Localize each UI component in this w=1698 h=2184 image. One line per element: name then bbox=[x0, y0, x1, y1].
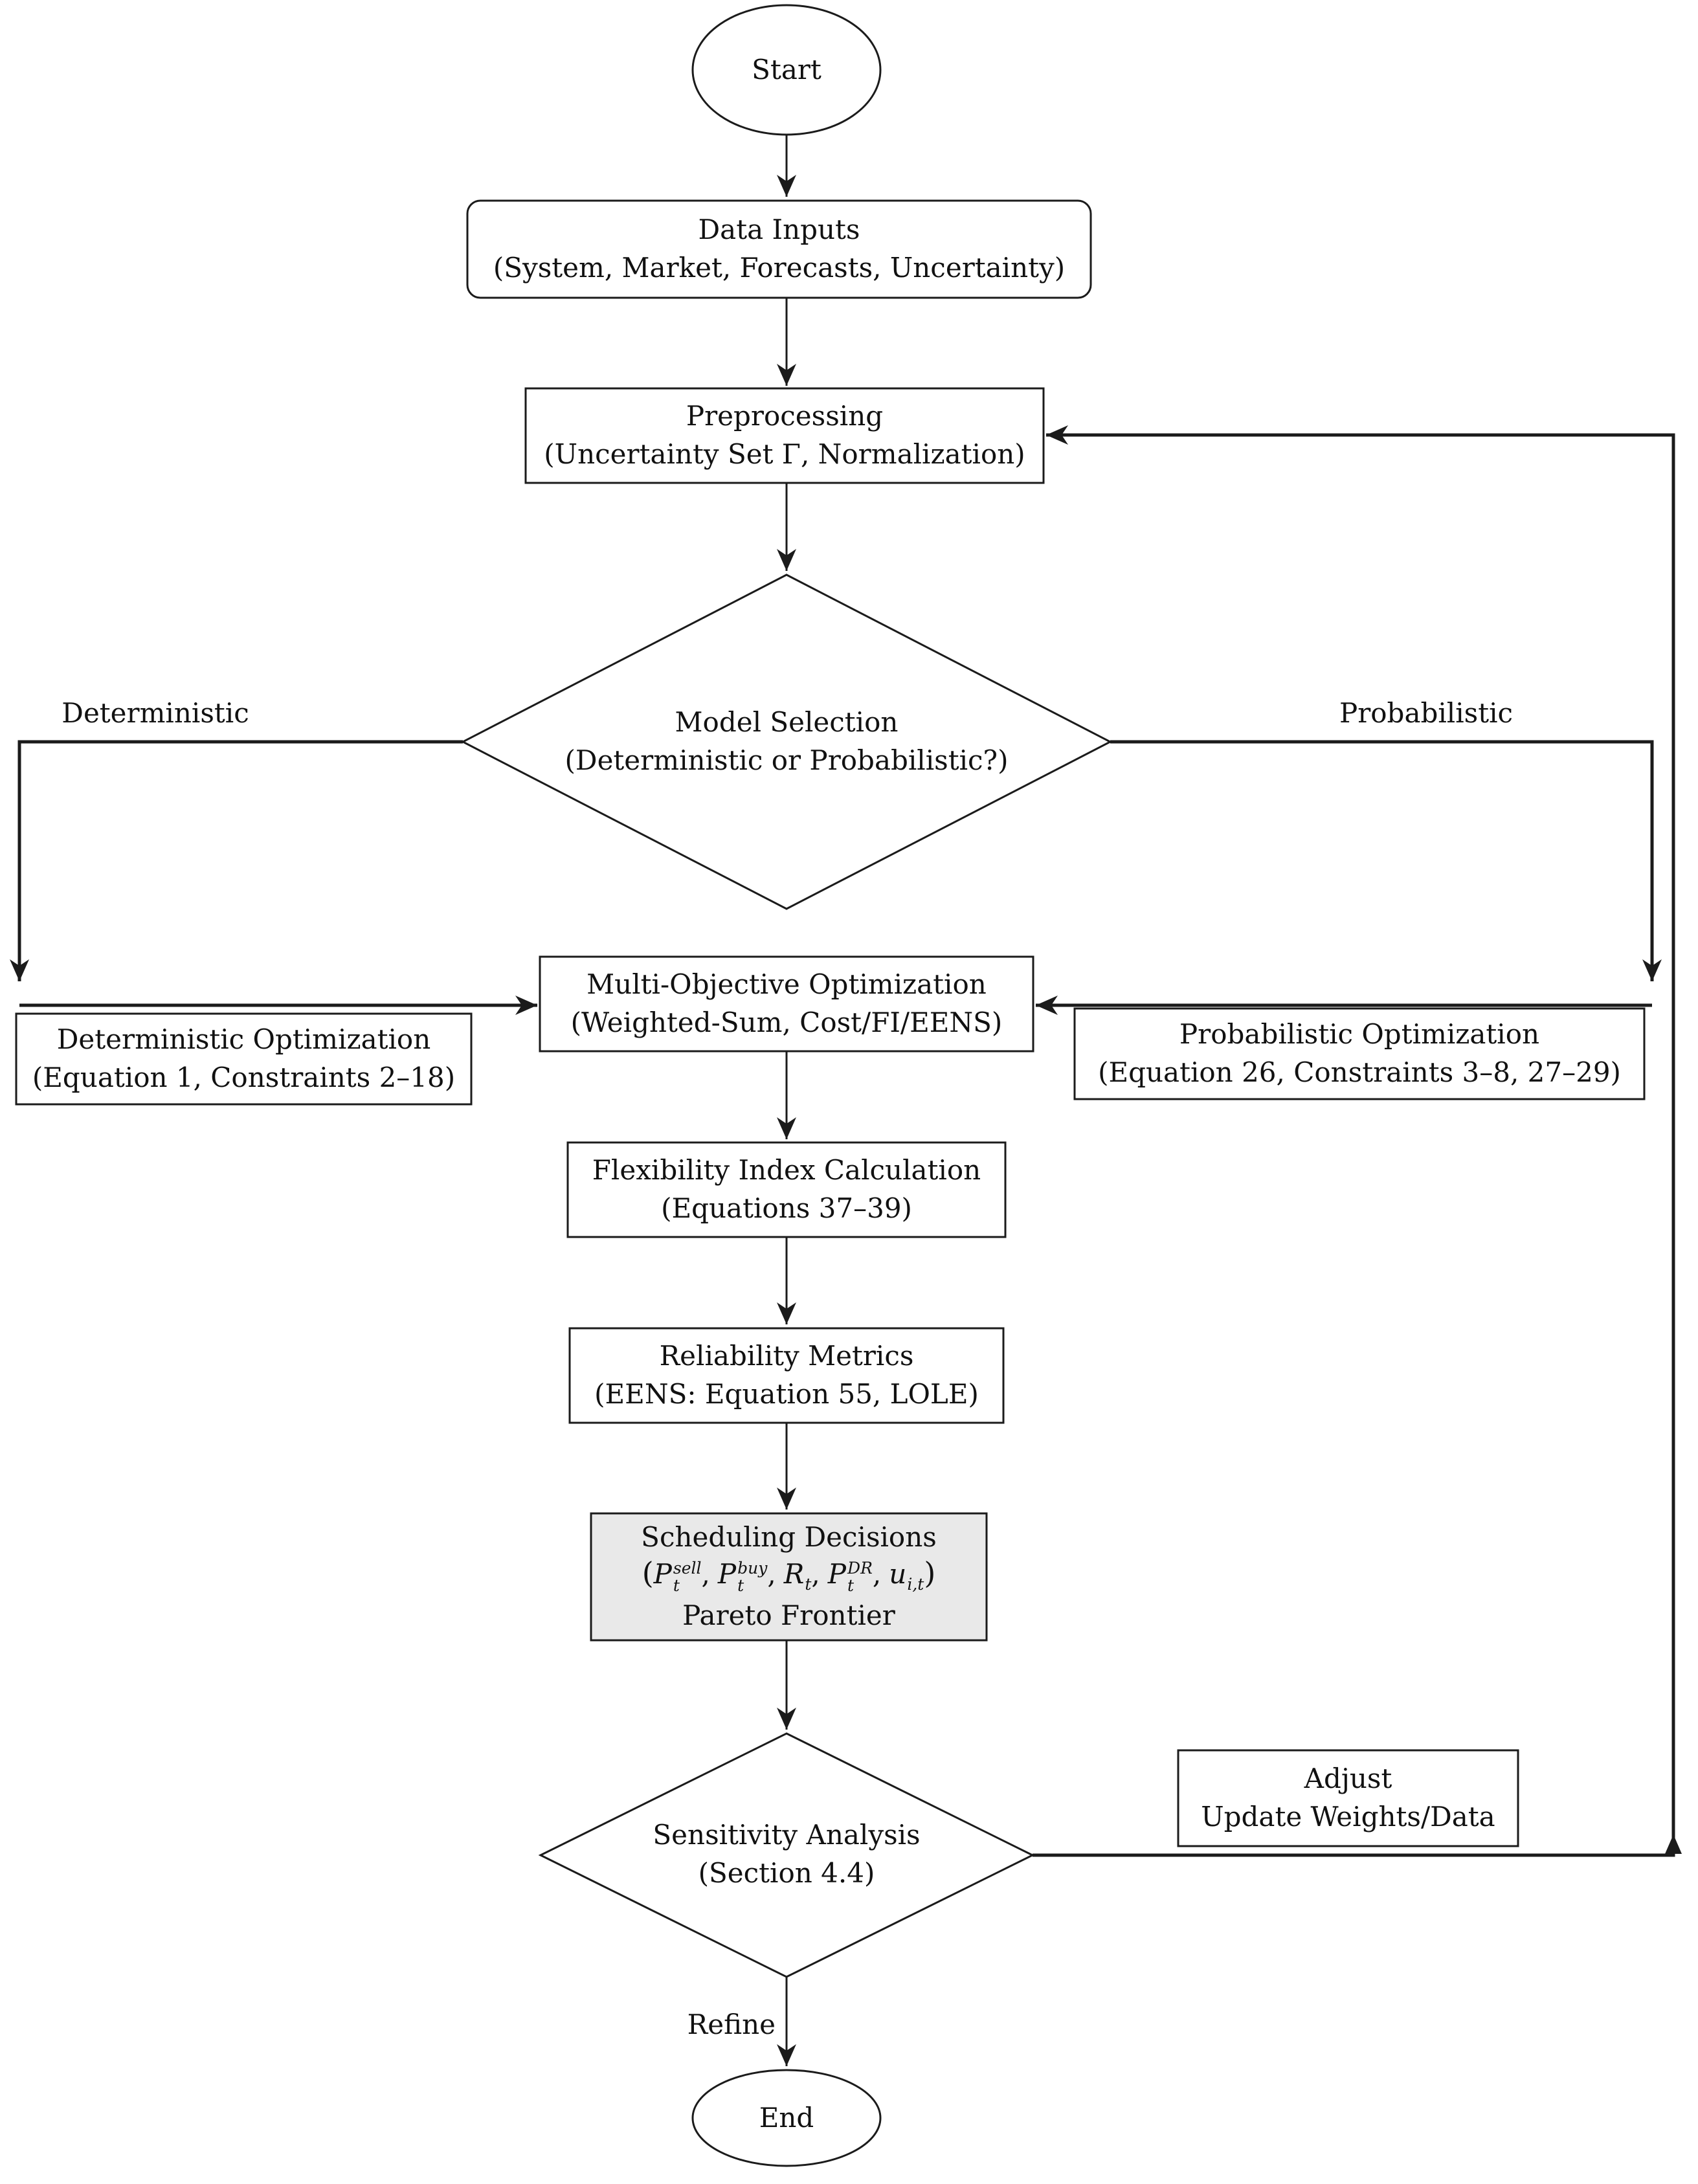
math-var-u: u bbox=[889, 1558, 907, 1590]
deterministic-edge-text: Deterministic bbox=[61, 696, 249, 729]
sensitivity-diamond-shape bbox=[538, 1732, 1035, 1978]
end-node-shape bbox=[691, 2069, 882, 2167]
math-open-paren: ( bbox=[642, 1555, 654, 1590]
adjust-node-shape bbox=[1177, 1749, 1519, 1847]
probabilistic-opt-line2: (Equation 26, Constraints 3–8, 27–29) bbox=[1098, 1056, 1621, 1088]
flexibility-node-shape bbox=[566, 1141, 1007, 1238]
multi-objective-line2: (Weighted-Sum, Cost/FI/EENS) bbox=[570, 1007, 1003, 1038]
flexibility-line1: Flexibility Index Calculation bbox=[592, 1154, 981, 1187]
end-text: End bbox=[759, 2101, 814, 2134]
math-sup-buy: buy bbox=[737, 1559, 768, 1577]
flexibility-line2: (Equations 37–39) bbox=[661, 1192, 912, 1224]
math-var-r: R bbox=[783, 1558, 805, 1590]
reliability-line1: Reliability Metrics bbox=[659, 1340, 914, 1372]
start-node-label: Start bbox=[693, 38, 880, 102]
data-inputs-node-label: Data Inputs (System, Market, Forecasts, … bbox=[467, 201, 1091, 298]
probabilistic-opt-node-shape bbox=[1073, 1007, 1646, 1100]
math-var-p-sell: P bbox=[653, 1558, 672, 1590]
sensitivity-diamond-label: Sensitivity Analysis (Section 4.4) bbox=[560, 1780, 1013, 1929]
math-sup-dr: DR bbox=[847, 1559, 873, 1577]
refine-edge-label: Refine bbox=[581, 2005, 776, 2044]
deterministic-edge-label: Deterministic bbox=[0, 694, 311, 733]
math-sep2: , bbox=[767, 1558, 776, 1590]
math-sep1: , bbox=[701, 1558, 710, 1590]
reliability-line2: (EENS: Equation 55, LOLE) bbox=[594, 1378, 979, 1410]
adjust-line2: Update Weights/Data bbox=[1201, 1801, 1495, 1833]
feedback-corner-arrowhead bbox=[1665, 1834, 1682, 1854]
sensitivity-line1: Sensitivity Analysis bbox=[653, 1819, 921, 1851]
sensitivity-line2: (Section 4.4) bbox=[698, 1857, 875, 1889]
adjust-node-label: Adjust Update Weights/Data bbox=[1178, 1750, 1518, 1846]
math-sep4: , bbox=[872, 1558, 882, 1590]
deterministic-opt-line1: Deterministic Optimization bbox=[56, 1023, 431, 1056]
math-var-p-buy: P bbox=[717, 1558, 737, 1590]
math-sub-t1: t bbox=[673, 1576, 680, 1595]
math-sub-t2: t bbox=[737, 1576, 744, 1595]
adjust-line1: Adjust bbox=[1304, 1763, 1392, 1795]
probabilistic-edge-label: Probabilistic bbox=[1271, 694, 1581, 733]
scheduling-node-shape bbox=[590, 1512, 988, 1642]
refine-edge-text: Refine bbox=[687, 2008, 776, 2040]
edge-feedback-adjust-loop bbox=[1033, 425, 1675, 1857]
model-selection-diamond-label: Model Selection (Deterministic or Probab… bbox=[495, 660, 1078, 823]
reliability-node-label: Reliability Metrics (EENS: Equation 55, … bbox=[570, 1328, 1003, 1423]
math-var-p-dr: P bbox=[827, 1558, 847, 1590]
preprocessing-node-label: Preprocessing (Uncertainty Set Γ, Normal… bbox=[526, 388, 1044, 483]
reliability-node-shape bbox=[568, 1327, 1005, 1424]
math-sub-it: i,t bbox=[907, 1575, 924, 1594]
math-sep3: , bbox=[811, 1558, 820, 1590]
deterministic-opt-line2: (Equation 1, Constraints 2–18) bbox=[32, 1062, 456, 1093]
probabilistic-edge-text: Probabilistic bbox=[1339, 696, 1514, 729]
probabilistic-opt-line1: Probabilistic Optimization bbox=[1179, 1018, 1540, 1051]
start-node-shape bbox=[691, 4, 882, 136]
deterministic-opt-node-shape bbox=[15, 1012, 473, 1106]
model-selection-line2: (Deterministic or Probabilistic?) bbox=[564, 744, 1009, 776]
edge-branch-deterministic bbox=[10, 740, 463, 981]
scheduling-line1: Scheduling Decisions bbox=[641, 1521, 937, 1554]
math-close-paren: ) bbox=[924, 1555, 936, 1590]
multi-objective-node-shape bbox=[539, 955, 1034, 1053]
math-sup-sell: sell bbox=[673, 1559, 702, 1577]
probabilistic-opt-node-label: Probabilistic Optimization (Equation 26,… bbox=[1075, 1008, 1644, 1099]
preprocessing-node-shape bbox=[524, 387, 1045, 484]
math-sub-t4: t bbox=[847, 1576, 855, 1595]
data-inputs-node-shape bbox=[466, 199, 1092, 299]
data-inputs-line1: Data Inputs bbox=[698, 214, 860, 246]
preprocessing-line1: Preprocessing bbox=[686, 400, 884, 432]
math-sub-t3: t bbox=[805, 1575, 812, 1594]
model-selection-line1: Model Selection bbox=[675, 706, 899, 739]
end-node-label: End bbox=[693, 2086, 880, 2150]
start-text: Start bbox=[752, 53, 821, 85]
flexibility-node-label: Flexibility Index Calculation (Equations… bbox=[568, 1142, 1005, 1237]
data-inputs-line2: (System, Market, Forecasts, Uncertainty) bbox=[493, 252, 1066, 284]
multi-objective-line1: Multi-Objective Optimization bbox=[586, 968, 987, 1001]
edge-branch-probabilistic bbox=[1110, 740, 1662, 981]
scheduling-line3: Pareto Frontier bbox=[682, 1599, 895, 1631]
preprocessing-line2: (Uncertainty Set Γ, Normalization) bbox=[544, 438, 1025, 470]
multi-objective-node-label: Multi-Objective Optimization (Weighted-S… bbox=[540, 957, 1033, 1051]
deterministic-opt-node-label: Deterministic Optimization (Equation 1, … bbox=[16, 1014, 471, 1104]
model-selection-diamond-shape bbox=[460, 574, 1113, 910]
